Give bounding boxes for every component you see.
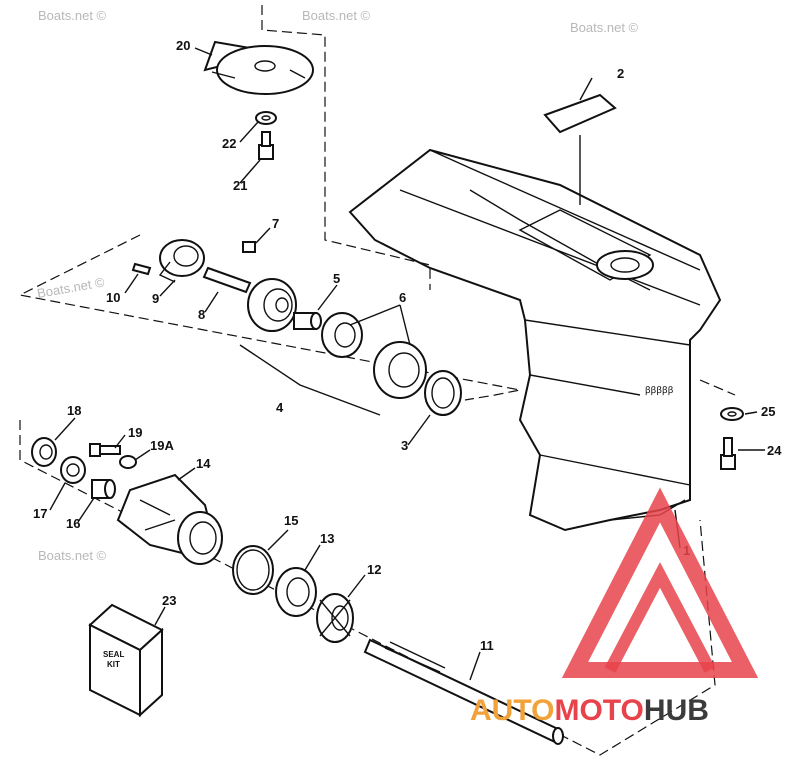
part-8-shaft — [202, 266, 252, 294]
part-17-washer — [60, 456, 86, 484]
watermark-top-left: Boats.net © — [38, 8, 107, 23]
part-22-washer — [255, 111, 277, 125]
callout-18: 18 — [67, 403, 81, 418]
seal-kit-label-line2: KIT — [107, 660, 120, 669]
part-6-bearing-race — [321, 312, 427, 399]
callout-19a: 19A — [150, 438, 174, 453]
watermark-top-center: Boats.net © — [302, 8, 371, 23]
automotohub-logo: AUTOMOTOHUB — [470, 487, 759, 727]
part-19-screw — [89, 443, 121, 457]
part-4-gear — [247, 278, 297, 332]
callout-2: 2 — [617, 66, 624, 81]
part-25-washer — [720, 407, 744, 421]
seal-kit-label-line1: SEAL — [103, 650, 124, 659]
callout-14: 14 — [196, 456, 211, 471]
callout-10: 10 — [106, 290, 120, 305]
callout-9: 9 — [152, 291, 159, 306]
callout-16: 16 — [66, 516, 80, 531]
callout-25: 25 — [761, 404, 775, 419]
callout-12: 12 — [367, 562, 381, 577]
part-18-seal — [31, 437, 57, 467]
part-10-pin — [131, 262, 152, 276]
callout-7: 7 — [272, 216, 279, 231]
callout-21: 21 — [233, 178, 247, 193]
part-14-bearing-carrier — [116, 473, 223, 565]
callout-17: 17 — [33, 506, 47, 521]
watermark-bottom-left: Boats.net © — [38, 548, 107, 563]
callout-24: 24 — [767, 443, 782, 458]
callout-19: 19 — [128, 425, 142, 440]
part-15-o-ring — [232, 545, 274, 595]
leader-lines — [49, 47, 765, 681]
callout-15: 15 — [284, 513, 298, 528]
part-20-trim-tab — [203, 40, 314, 95]
part-24-screw — [720, 437, 736, 470]
callout-11: 11 — [480, 638, 494, 653]
callout-8: 8 — [198, 307, 205, 322]
callout-13: 13 — [320, 531, 334, 546]
part-9-pump — [158, 239, 205, 283]
part-5-bearing — [293, 312, 322, 330]
assembly-lines — [18, 5, 736, 756]
watermark-left: Boats.net © — [36, 274, 106, 301]
part-23-seal-kit: SEAL KIT — [88, 603, 164, 718]
part-7-key — [242, 241, 256, 253]
callout-23: 23 — [162, 593, 176, 608]
callout-20: 20 — [176, 38, 190, 53]
part-21-screw — [258, 131, 274, 160]
part-13-bearing — [275, 567, 317, 617]
part-19a-washer — [119, 455, 137, 469]
logo-text-auto: AUTOMOTOHUB — [470, 694, 709, 727]
part-2-cover — [543, 93, 617, 134]
part-16-bearing — [91, 479, 116, 499]
callout-numbers: 1 2 3 4 5 6 7 8 9 10 11 12 13 14 15 16 1… — [33, 38, 782, 653]
drain-screw-marks: ꞵꞵꞵꞵꞵ — [645, 385, 674, 396]
part-11-propeller-shaft — [363, 638, 564, 745]
callout-4: 4 — [276, 400, 284, 415]
part-3-ring — [424, 370, 462, 416]
callout-22: 22 — [222, 136, 236, 151]
watermark-top-right: Boats.net © — [570, 20, 639, 35]
callout-6: 6 — [399, 290, 406, 305]
callout-5: 5 — [333, 271, 340, 286]
gearcase-housing: ꞵꞵꞵꞵꞵ — [348, 148, 722, 532]
callout-3: 3 — [401, 438, 408, 453]
part-12-forward-gear — [316, 593, 354, 643]
